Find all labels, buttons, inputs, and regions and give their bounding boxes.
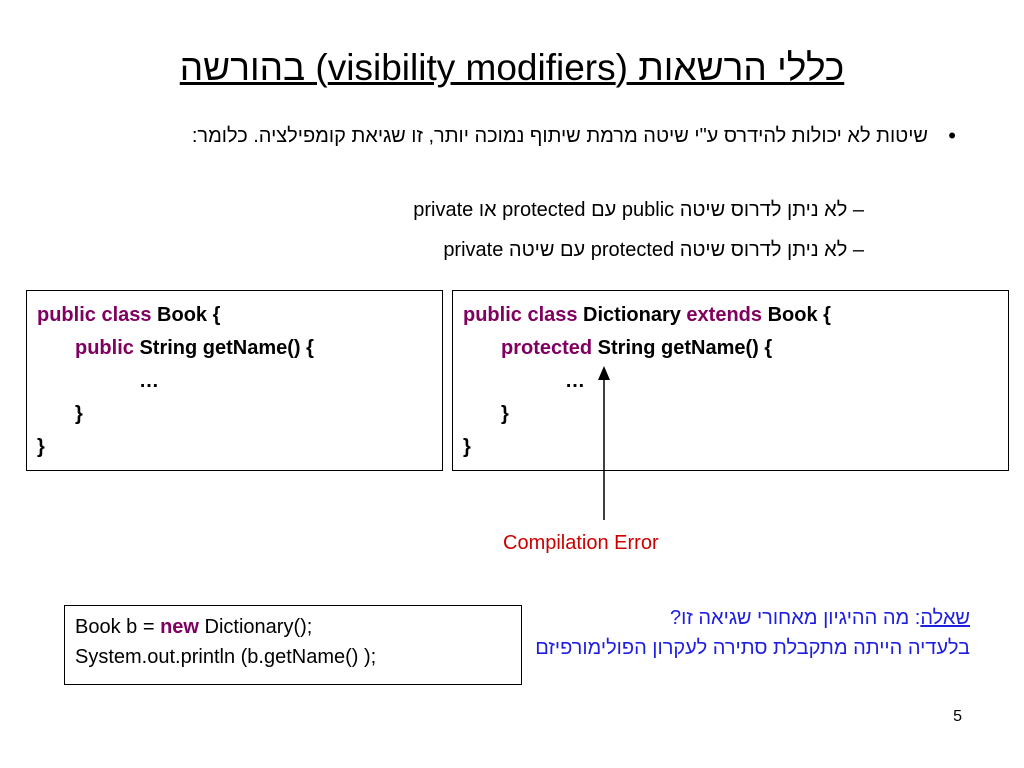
code-line: … [139, 370, 159, 392]
usage-code-box: Book b = new Dictionary(); System.out.pr… [64, 605, 522, 685]
code-text: Book { [762, 304, 831, 326]
subpoint-2: – לא ניתן לדרוס שיטה protected עם שיטה p… [443, 239, 864, 261]
answer-text: בלעדיה הייתה מתקבלת סתירה לעקרון הפולימו… [535, 637, 970, 659]
subpoint-1: – לא ניתן לדרוס שיטה public עם protected… [413, 199, 864, 221]
slide-title: כללי הרשאות (visibility modifiers) בהורש… [179, 47, 845, 88]
code-line: } [37, 436, 45, 458]
code-text: Book b = [75, 616, 161, 638]
bullet-dot-icon: • [948, 123, 956, 148]
code-line: protected String getName() { [463, 332, 1008, 365]
code-keyword: protected [501, 337, 593, 359]
code-text: Dictionary(); [198, 616, 313, 638]
code-line: Book b = new Dictionary(); [75, 612, 521, 642]
code-text: Dictionary [577, 304, 687, 326]
code-text: Book { [151, 304, 221, 326]
code-line: System.out.println (b.getName() ); [75, 646, 377, 668]
code-text: String getName() { [133, 337, 314, 359]
page-number: 5 [953, 708, 962, 725]
code-line: public String getName() { [37, 332, 442, 365]
compilation-error-label: Compilation Error [503, 532, 659, 554]
question-block: שאלה: מה ההיגיון מאחורי שגיאה זו? בלעדיה… [530, 603, 970, 663]
code-line: } [501, 403, 509, 425]
code-keyword: extends [686, 304, 763, 326]
code-keyword: public class [37, 304, 152, 326]
code-line: } [463, 436, 471, 458]
code-line: public class Dictionary extends Book { [463, 299, 1008, 332]
question-label: שאלה [920, 607, 970, 629]
question-text: : מה ההיגיון מאחורי שגיאה זו? [670, 607, 921, 629]
code-line: } [75, 403, 83, 425]
code-text: String getName() { [592, 337, 773, 359]
code-keyword: public class [463, 304, 578, 326]
book-class-code-box: public class Book { public String getNam… [26, 290, 443, 471]
code-line: … [565, 370, 585, 392]
question-line: שאלה: מה ההיגיון מאחורי שגיאה זו? [530, 603, 970, 633]
bullet-point: • שיטות לא יכולות להידרס ע"י שיטה מרמת ש… [128, 122, 956, 150]
code-keyword: public [75, 337, 134, 359]
dictionary-class-code-box: public class Dictionary extends Book { p… [452, 290, 1009, 471]
bullet-text: שיטות לא יכולות להידרס ע"י שיטה מרמת שית… [191, 125, 928, 147]
code-line: public class Book { [37, 299, 442, 332]
code-keyword: new [160, 616, 199, 638]
